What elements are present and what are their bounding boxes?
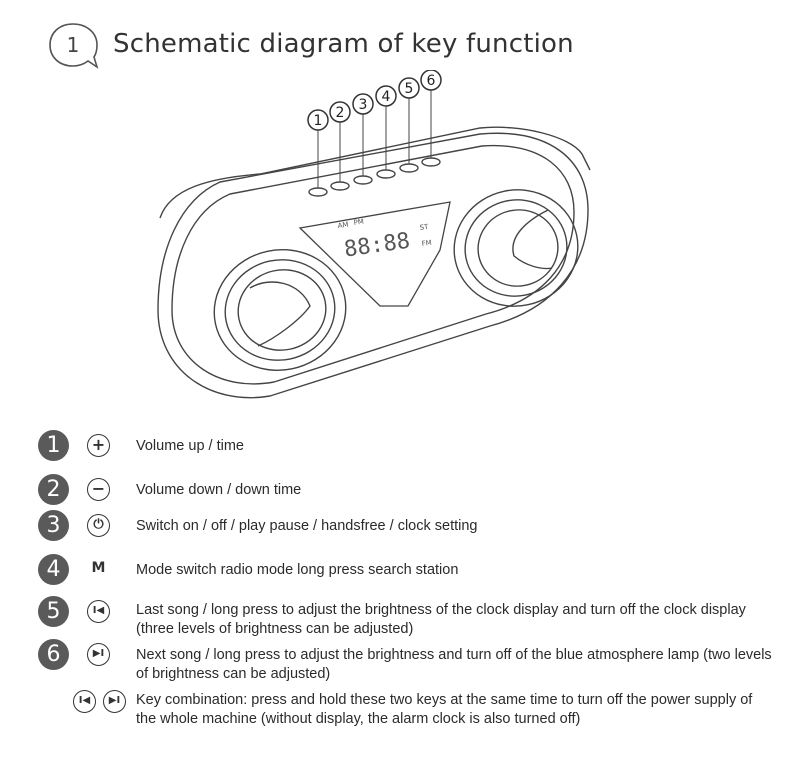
key-1-description: Volume up / time: [136, 438, 244, 454]
display-st-indicator: ST: [419, 223, 429, 232]
badge-5-label: 5: [405, 81, 414, 97]
badge-3-label: 3: [359, 97, 368, 113]
key-3-description: Switch on / off / play pause / handsfree…: [136, 518, 478, 534]
badge-1-label: 1: [314, 113, 323, 129]
key-combination-description: Key combination: press and hold these tw…: [136, 692, 753, 727]
badge-6: 6: [420, 70, 442, 91]
number-6-icon: 6: [38, 639, 69, 670]
step-number: 1: [66, 33, 80, 57]
badge-2-label: 2: [336, 105, 345, 121]
display-am-indicator: AM: [337, 221, 349, 230]
key-5-description: Last song / long press to adjust the bri…: [136, 602, 746, 637]
badge-2: 2: [329, 101, 351, 123]
display-pm-indicator: PM: [353, 218, 364, 227]
combo-next-track-icon: ▶I: [103, 690, 126, 713]
key-2-description: Volume down / down time: [136, 482, 302, 498]
display-fm-indicator: FM: [421, 239, 432, 248]
minus-icon: −: [87, 478, 110, 501]
page-title: Schematic diagram of key function: [113, 29, 574, 59]
badge-5: 5: [398, 77, 420, 99]
display-digits: 88:88: [343, 229, 412, 263]
power-icon: ⏻: [87, 514, 110, 537]
next-track-icon: ▶I: [87, 643, 110, 666]
clock-display: 88:88 AM PM ST FM: [298, 201, 451, 307]
speech-bubble-icon: [49, 23, 99, 69]
key-4-description: Mode switch radio mode long press search…: [136, 562, 459, 578]
header: 1 Schematic diagram of key function: [47, 22, 747, 72]
speaker-body: [157, 126, 591, 399]
key-6-description: Next song / long press to adjust the bri…: [136, 647, 772, 682]
badge-3: 3: [352, 93, 374, 115]
button-number-badges: 1 2 3 4 5 6: [307, 70, 442, 131]
previous-track-icon: I◀: [87, 600, 110, 623]
right-speaker: [453, 189, 579, 307]
badge-1: 1: [307, 109, 329, 131]
number-3-icon: 3: [38, 510, 69, 541]
number-1-icon: 1: [38, 430, 69, 461]
number-4-icon: 4: [38, 554, 69, 585]
plus-icon: +: [87, 434, 110, 457]
speaker-clock-illustration: 1 2 3 4 5 6: [157, 70, 591, 399]
mode-icon: M: [91, 560, 106, 576]
number-5-icon: 5: [38, 596, 69, 627]
left-speaker: [213, 249, 347, 371]
button-callouts: [317, 90, 432, 188]
badge-6-label: 6: [427, 73, 436, 89]
number-2-icon: 2: [38, 474, 69, 505]
combo-previous-track-icon: I◀: [73, 690, 96, 713]
badge-4: 4: [375, 85, 397, 107]
badge-4-label: 4: [382, 89, 391, 105]
